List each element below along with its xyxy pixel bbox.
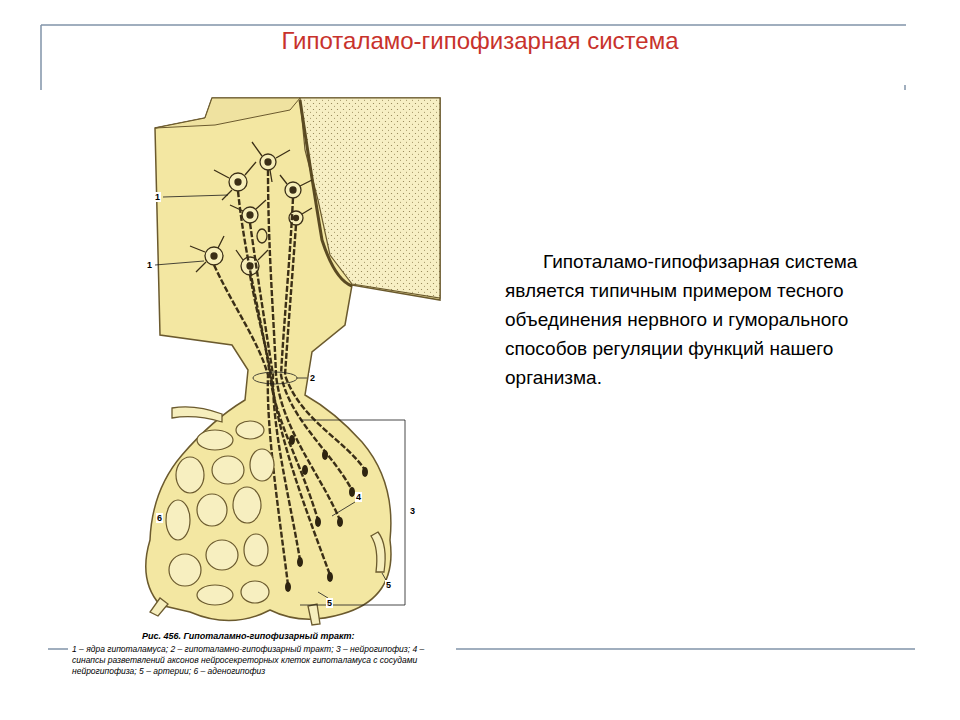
callout-number: 3: [409, 506, 416, 516]
axon: [285, 225, 365, 470]
callout-number: 1: [154, 192, 161, 202]
organ-outline: [146, 98, 440, 621]
neuron: [280, 175, 312, 198]
axon: [268, 170, 340, 520]
axon: [238, 191, 318, 520]
slide-title: Гипоталамо-гипофизарная система: [0, 27, 960, 55]
frame-line: [40, 25, 42, 90]
slide-frame: [41, 25, 915, 649]
chiasm: [155, 98, 300, 128]
axon: [281, 198, 352, 490]
axon-endings: [285, 435, 368, 592]
callout-number: 2: [309, 373, 316, 383]
callout-number: 5: [326, 598, 333, 608]
artery: [308, 604, 320, 625]
artery: [371, 532, 385, 572]
leader-line: [163, 195, 228, 197]
neuron: [236, 250, 268, 275]
axon: [214, 265, 288, 585]
callout-number: 6: [156, 513, 163, 523]
leader-line: [155, 261, 204, 265]
figure-key: 1 – ядра гипоталамуса; 2 – гипоталамно-г…: [72, 644, 450, 677]
callout-number: 1: [146, 260, 153, 270]
leader-line: [382, 573, 386, 580]
axon-tract: [214, 170, 365, 585]
frame-line: [904, 85, 906, 90]
neuron: [190, 236, 224, 272]
ventricle-wall: [300, 100, 352, 286]
vessel-section: [257, 229, 267, 243]
artery: [172, 407, 222, 422]
leader-line: [297, 378, 307, 379]
frame-line: [456, 648, 915, 650]
description-text: Гипоталамо-гипофизарная система является…: [505, 247, 877, 392]
frame-line: [41, 24, 906, 26]
leader-line: [332, 502, 355, 516]
neuron: [230, 200, 266, 223]
leader-lines: [155, 195, 405, 605]
neuron: [252, 142, 290, 182]
vessel: [150, 598, 168, 616]
neuron: [214, 162, 256, 200]
frame-line: [48, 648, 68, 650]
callout-number: 5: [385, 580, 392, 590]
neurohypophysis-bracket: [300, 420, 405, 605]
tract-ring: [253, 372, 297, 384]
blood-vessels: [150, 407, 385, 625]
callout-number: 4: [355, 492, 362, 502]
adenohypophysis-cords: [166, 421, 274, 605]
figure-caption: Рис. 456. Гипоталамно-гипофизарный тракт…: [142, 631, 355, 641]
ventricle-region: [300, 98, 440, 298]
